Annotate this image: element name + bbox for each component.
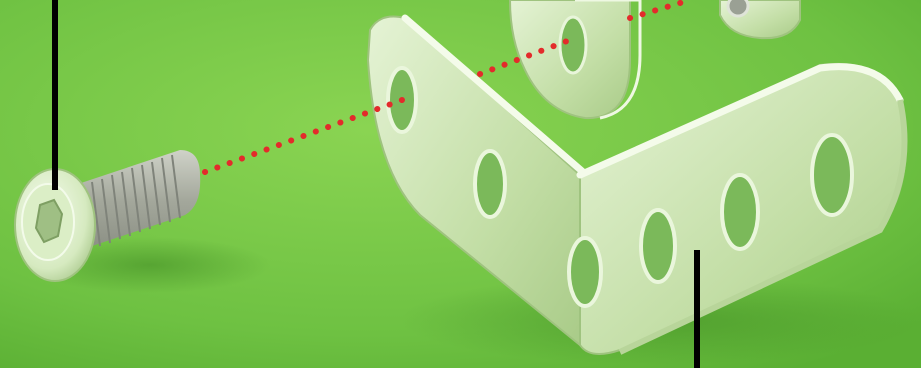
bracket-hole xyxy=(722,175,758,249)
bracket-hole xyxy=(569,238,601,306)
bracket-hole xyxy=(812,135,852,215)
upper-bracket-hole xyxy=(560,17,586,73)
bracket-hole xyxy=(475,151,505,217)
hex-socket-icon xyxy=(36,200,62,242)
bracket-hole xyxy=(641,210,675,282)
upper-nut-icon xyxy=(728,0,748,16)
